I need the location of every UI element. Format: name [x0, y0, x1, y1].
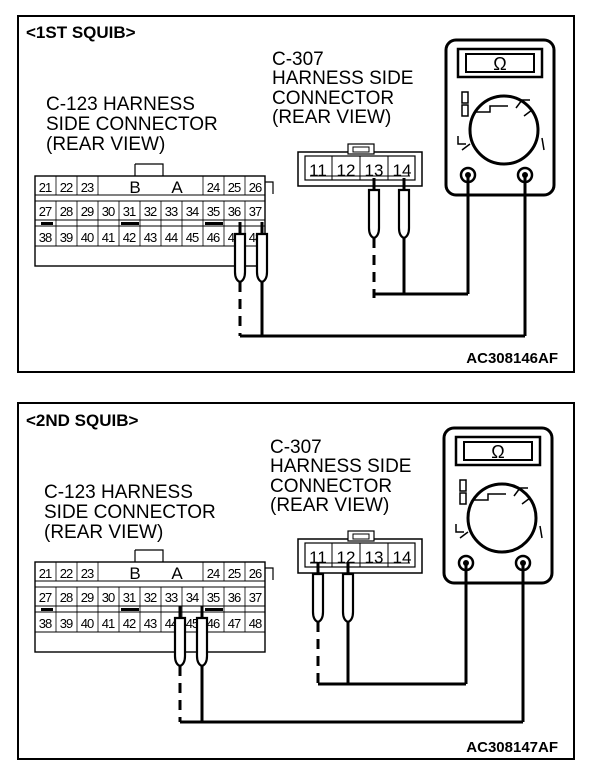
multimeter: Ω — [444, 38, 556, 197]
svg-text:29: 29 — [81, 204, 94, 219]
ohm-icon: Ω — [493, 54, 506, 74]
panel-title: <1ST SQUIB> — [26, 23, 136, 42]
svg-text:23: 23 — [81, 180, 94, 195]
svg-text:39: 39 — [60, 616, 73, 631]
svg-text:26: 26 — [249, 566, 262, 581]
svg-text:29: 29 — [81, 590, 94, 605]
svg-text:26: 26 — [249, 180, 262, 195]
panel-title: <2ND SQUIB> — [26, 411, 138, 430]
figure-code: AC308147AF — [466, 739, 558, 756]
c307-connector: 11 12 13 14 — [297, 530, 423, 574]
svg-text:31: 31 — [123, 590, 136, 605]
svg-text:B: B — [129, 564, 140, 583]
test-leads — [173, 560, 525, 724]
c307-label: C-307 HARNESS SIDE CONNECTOR (REAR VIEW) — [272, 49, 413, 128]
svg-text:SIDE CONNECTOR: SIDE CONNECTOR — [46, 114, 218, 135]
svg-text:32: 32 — [144, 204, 157, 219]
svg-text:42: 42 — [123, 616, 136, 631]
svg-text:30: 30 — [102, 590, 115, 605]
c123-label: C-123 HARNESS SIDE CONNECTOR (REAR VIEW) — [44, 482, 216, 543]
svg-text:28: 28 — [60, 590, 73, 605]
svg-text:21: 21 — [39, 566, 52, 581]
svg-text:38: 38 — [39, 616, 52, 631]
svg-text:44: 44 — [165, 230, 178, 245]
svg-text:14: 14 — [393, 548, 412, 567]
svg-text:HARNESS SIDE: HARNESS SIDE — [270, 456, 411, 477]
c123-connector: 21 22 23 B A 24 25 26 27 28 29 30 31 32 … — [34, 549, 274, 653]
panel-1st-squib: <1ST SQUIB> C-307 HARNESS SIDE CONNECTOR… — [17, 15, 575, 373]
svg-text:HARNESS SIDE: HARNESS SIDE — [272, 68, 413, 89]
svg-text:14: 14 — [393, 161, 412, 180]
svg-text:41: 41 — [102, 230, 115, 245]
svg-text:47: 47 — [228, 616, 241, 631]
svg-text:(REAR VIEW): (REAR VIEW) — [44, 522, 163, 543]
svg-text:(REAR VIEW): (REAR VIEW) — [272, 107, 391, 128]
svg-text:13: 13 — [365, 548, 384, 567]
svg-text:35: 35 — [207, 204, 220, 219]
svg-text:38: 38 — [39, 230, 52, 245]
svg-text:35: 35 — [207, 590, 220, 605]
svg-text:42: 42 — [123, 230, 136, 245]
svg-text:27: 27 — [39, 204, 52, 219]
svg-text:31: 31 — [123, 204, 136, 219]
svg-text:43: 43 — [144, 230, 157, 245]
svg-text:C-123 HARNESS: C-123 HARNESS — [46, 94, 195, 115]
svg-text:12: 12 — [337, 161, 356, 180]
svg-text:30: 30 — [102, 204, 115, 219]
figure-code: AC308146AF — [466, 350, 558, 367]
svg-text:28: 28 — [60, 204, 73, 219]
test-leads — [233, 175, 527, 338]
svg-text:A: A — [171, 178, 183, 197]
svg-text:23: 23 — [81, 566, 94, 581]
c307-label: C-307 HARNESS SIDE CONNECTOR (REAR VIEW) — [270, 437, 411, 516]
svg-text:(REAR VIEW): (REAR VIEW) — [270, 495, 389, 516]
svg-text:22: 22 — [60, 180, 73, 195]
svg-text:32: 32 — [144, 590, 157, 605]
svg-text:25: 25 — [228, 180, 241, 195]
multimeter: Ω — [442, 426, 554, 585]
svg-text:CONNECTOR: CONNECTOR — [272, 88, 394, 109]
svg-text:40: 40 — [81, 616, 94, 631]
svg-text:11: 11 — [309, 548, 327, 567]
svg-text:21: 21 — [39, 180, 52, 195]
svg-text:46: 46 — [207, 230, 220, 245]
c123-connector: 21 22 23 B A 24 25 26 27 28 29 30 31 32 … — [34, 163, 274, 267]
ohm-icon: Ω — [491, 442, 504, 462]
svg-text:27: 27 — [39, 590, 52, 605]
svg-text:A: A — [171, 564, 183, 583]
svg-text:25: 25 — [228, 566, 241, 581]
svg-text:46: 46 — [207, 616, 220, 631]
svg-text:C-307: C-307 — [270, 437, 322, 458]
svg-text:40: 40 — [81, 230, 94, 245]
svg-text:36: 36 — [228, 204, 241, 219]
panel-2nd-squib: <2ND SQUIB> C-307 HARNESS SIDE CONNECTOR… — [17, 402, 575, 760]
svg-text:22: 22 — [60, 566, 73, 581]
svg-text:(REAR VIEW): (REAR VIEW) — [46, 134, 165, 155]
c123-label: C-123 HARNESS SIDE CONNECTOR (REAR VIEW) — [46, 94, 218, 155]
svg-text:34: 34 — [186, 204, 199, 219]
svg-text:41: 41 — [102, 616, 115, 631]
svg-text:24: 24 — [207, 180, 220, 195]
svg-text:37: 37 — [249, 204, 262, 219]
svg-text:11: 11 — [309, 161, 327, 180]
svg-text:36: 36 — [228, 590, 241, 605]
c307-connector: 11 12 13 14 — [297, 143, 423, 187]
svg-text:13: 13 — [365, 161, 384, 180]
svg-text:C-307: C-307 — [272, 49, 324, 70]
svg-text:39: 39 — [60, 230, 73, 245]
svg-text:SIDE CONNECTOR: SIDE CONNECTOR — [44, 502, 216, 523]
svg-text:43: 43 — [144, 616, 157, 631]
svg-text:12: 12 — [337, 548, 356, 567]
svg-text:33: 33 — [165, 204, 178, 219]
svg-text:37: 37 — [249, 590, 262, 605]
svg-text:48: 48 — [249, 616, 262, 631]
svg-text:24: 24 — [207, 566, 220, 581]
svg-text:34: 34 — [186, 590, 199, 605]
svg-text:C-123 HARNESS: C-123 HARNESS — [44, 482, 193, 503]
svg-text:33: 33 — [165, 590, 178, 605]
svg-text:45: 45 — [186, 230, 199, 245]
svg-text:CONNECTOR: CONNECTOR — [270, 476, 392, 497]
svg-text:B: B — [129, 178, 140, 197]
